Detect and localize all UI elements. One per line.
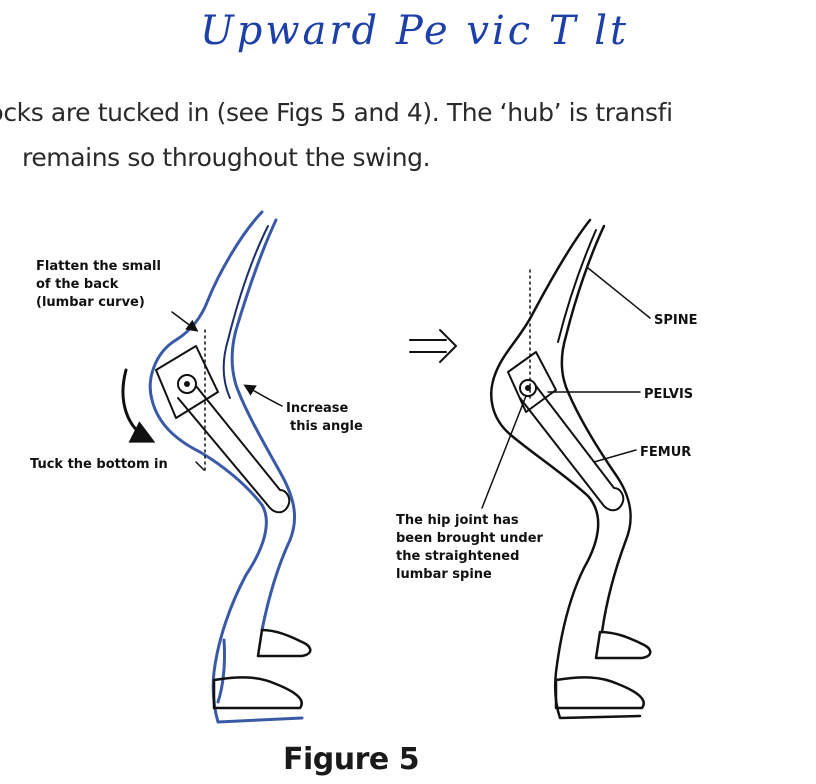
flatten-label-line-1: Flatten the small	[36, 259, 161, 274]
hip-label-line-3: the straightened	[396, 549, 519, 564]
pelvis-label: PELVIS	[644, 387, 693, 402]
flatten-label-line-2: of the back	[36, 277, 119, 292]
angle-label-line-1: Increase	[286, 401, 349, 416]
figure-caption: Figure 5	[283, 742, 420, 777]
double-right-arrow-icon	[409, 329, 458, 363]
left-figure-femur	[177, 385, 291, 514]
hip-label-line-2: been brought under	[396, 531, 544, 546]
flatten-pointer	[171, 311, 199, 332]
angle-label-line-2: this angle	[290, 419, 363, 434]
left-figure-rear-leg	[216, 638, 226, 704]
tuck-pointer	[195, 461, 205, 471]
femur-label: FEMUR	[640, 445, 691, 460]
left-figure-pelvis-box	[155, 345, 219, 419]
left-figure-front-shoe	[256, 628, 312, 658]
body-text-line-2: remains so throughout the swing.	[22, 143, 431, 172]
hip-label-line-1: The hip joint has	[396, 513, 519, 528]
body-text-line-1: ɔcks are tucked in (see Figs 5 and 4). T…	[0, 98, 673, 127]
left-figure-back-outline	[148, 210, 304, 724]
left-figure-rear-shoe	[212, 676, 303, 710]
femur-pointer	[593, 449, 637, 463]
spine-pointer	[587, 267, 651, 319]
left-figure-hip-joint	[177, 374, 197, 394]
angle-pointer	[243, 384, 283, 407]
right-figure-femur	[519, 385, 625, 512]
right-figure-inner-line	[557, 229, 597, 343]
right-figure	[481, 218, 652, 720]
left-figure	[121, 210, 312, 724]
tuck-label: Tuck the bottom in	[30, 457, 168, 472]
right-figure-front-shoe	[594, 630, 652, 660]
right-figure-back-outline	[490, 218, 642, 720]
left-figure-front-outline	[230, 218, 297, 632]
hip-label-line-4: lumbar spine	[396, 567, 492, 582]
left-figure-inner-line	[222, 225, 269, 399]
flatten-label-line-3: (lumbar curve)	[36, 295, 145, 310]
hip-pointer	[481, 395, 527, 509]
spine-label: SPINE	[654, 313, 698, 328]
right-figure-rear-shoe	[554, 676, 645, 710]
right-figure-front-outline	[560, 224, 632, 634]
right-figure-hip-joint	[519, 379, 537, 397]
handwritten-title: Upward Pe vic T lt	[200, 8, 630, 54]
curved-rotation-arrow-icon	[121, 368, 156, 443]
